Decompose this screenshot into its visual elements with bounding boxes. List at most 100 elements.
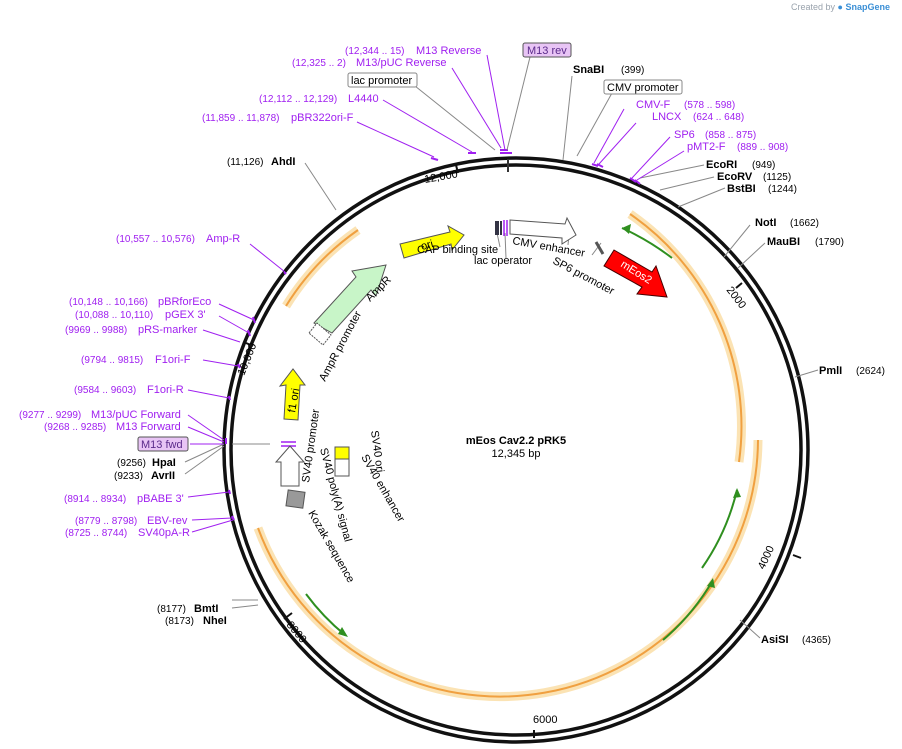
cap-binding-site-mark (495, 221, 499, 235)
ori-arrow (399, 224, 465, 259)
site-maubi-pos: (1790) (815, 237, 844, 248)
primer-pbr322ori-f-pos: (11,859 .. 11,878) (202, 113, 279, 124)
tick-8000-mark (283, 612, 293, 620)
primer-sp6-name: SP6 (674, 129, 695, 141)
primer-prs-marker-pos: (9969 .. 9988) (65, 325, 127, 336)
boxed-leaders (414, 56, 613, 157)
meos2-arrow (603, 249, 668, 298)
primer-cmv-f-pos: (578 .. 598) (684, 100, 735, 111)
primer-m13puc-reverse-pos: (12,325 .. 2) (292, 58, 346, 69)
ori-label: ori (420, 238, 435, 253)
primer-sv40pa-r-name: SV40pA-R (138, 527, 190, 539)
primer-pbr322ori-f-name: pBR322ori-F (291, 112, 354, 124)
primer-amp-r-name: Amp-R (206, 233, 240, 245)
primer-pmt2-f-pos: (889 .. 908) (737, 142, 788, 153)
primer-ebv-rev-name: EBV-rev (147, 515, 188, 527)
sv40-promoter-arrow (274, 445, 306, 487)
sv40-ori-block (334, 446, 350, 460)
lac-operator-label: lac operator (474, 255, 532, 267)
site-ecori-pos: (949) (752, 160, 775, 171)
sv40-enhancer-block (334, 458, 350, 477)
site-asisi-pos: (4365) (802, 635, 831, 646)
site-avrii-name: AvrII (151, 470, 175, 482)
backbone-outer (222, 156, 810, 744)
snapgene-logo: ● SnapGene (837, 2, 890, 12)
snapgene-credit: Created by ● SnapGene (791, 2, 890, 12)
orf-arc-1-glow (627, 210, 746, 463)
sp6-promoter-mark (594, 241, 605, 255)
orf-arrowhead-1 (622, 224, 631, 234)
lac-promoter-box (347, 72, 418, 88)
site-noti-name: NotI (755, 217, 776, 229)
tick-4000-mark (792, 554, 802, 559)
site-noti-pos: (1662) (790, 218, 819, 229)
tick-12000-mark (455, 164, 459, 174)
site-hpai-name: HpaI (152, 457, 176, 469)
site-maubi-name: MauBI (767, 236, 800, 248)
site-nhei-pos: (8173) (165, 616, 194, 627)
primer-m13-forward-name: M13 Forward (116, 421, 181, 433)
site-bstbi-name: BstBI (727, 183, 756, 195)
sv40-promoter-label: SV40 promoter (300, 408, 322, 483)
orf-arrowhead-2 (733, 488, 741, 498)
backbone-inner (229, 163, 803, 737)
tick-10000-mark (245, 342, 254, 347)
site-pmli-name: PmlI (819, 365, 842, 377)
sv40-ori-label: SV40 ori (368, 430, 386, 473)
m13-fwd-label: M13 fwd (141, 439, 183, 451)
orf-arc-3 (285, 229, 359, 307)
credit-prefix: Created by (791, 2, 836, 12)
m13-fwd-box (137, 436, 189, 452)
primer-sp6-pos: (858 .. 875) (705, 130, 756, 141)
primer-m13-reverse-pos: (12,344 .. 15) (345, 46, 404, 57)
site-leaders (184, 75, 819, 639)
primer-pbabe3-pos: (8914 .. 8934) (64, 494, 126, 505)
primer-pmt2-f-name: pMT2-F (687, 141, 726, 153)
site-hpai-pos: (9256) (117, 458, 146, 469)
primer-prs-marker-name: pRS-marker (138, 324, 198, 336)
primer-pgex3-pos: (10,088 .. 10,110) (75, 310, 153, 321)
cmv-enhancer-arrow (509, 216, 577, 245)
site-ecorv-name: EcoRV (717, 171, 753, 183)
primer-m13puc-forward-name: M13/pUC Forward (91, 409, 181, 421)
primer-m13puc-forward-pos: (9277 .. 9299) (19, 410, 81, 421)
m13-rev-label: M13 rev (527, 45, 567, 57)
cmv-promoter-label: CMV promoter (607, 82, 679, 94)
primer-amp-r-pos: (10,557 .. 10,576) (116, 234, 195, 245)
site-ahdi-pos: (11,126) (227, 157, 264, 168)
primer-f1ori-r-pos: (9584 .. 9603) (74, 385, 136, 396)
primer-lncx-name: LNCX (652, 111, 682, 123)
site-asisi-name: AsiSI (761, 634, 789, 646)
tick-12000-label: 12,000 (423, 168, 458, 186)
f1-ori-arrow (278, 368, 306, 421)
primer-l4440-pos: (12,112 .. 12,129) (259, 94, 337, 105)
primer-pbabe3-name: pBABE 3' (137, 493, 184, 505)
primer-ebv-rev-pos: (8779 .. 8798) (75, 516, 137, 527)
primer-m13-forward-pos: (9268 .. 9285) (44, 422, 106, 433)
site-snabi-name: SnaBI (573, 64, 604, 76)
site-bmti-name: BmtI (194, 603, 218, 615)
orf-arrowhead-4 (338, 627, 348, 637)
orf-arc-1 (629, 213, 743, 463)
primer-pbrforeco-pos: (10,148 .. 10,166) (69, 297, 148, 308)
primer-lncx-pos: (624 .. 648) (693, 112, 744, 123)
plasmid-name: mEos Cav2.2 pRK5 (466, 435, 566, 447)
site-avrii-pos: (9233) (114, 471, 143, 482)
lac-promoter-label: lac promoter (351, 75, 412, 87)
cmv-promoter-box (603, 79, 683, 95)
primer-sv40pa-r-pos: (8725 .. 8744) (65, 528, 127, 539)
primer-leaders (187, 54, 685, 533)
ampr-arrow (313, 264, 387, 334)
site-ecori-name: EcoRI (706, 159, 737, 171)
primer-l4440-name: L4440 (348, 93, 379, 105)
primer-pgex3-name: pGEX 3' (165, 309, 206, 321)
primer-pbrforeco-name: pBRforEco (158, 296, 211, 308)
site-snabi-pos: (399) (621, 65, 644, 76)
sv40-polya-block (285, 489, 306, 509)
primer-f1ori-f-name: F1ori-F (155, 354, 191, 366)
primer-cmv-f-name: CMV-F (636, 99, 671, 111)
site-ecorv-pos: (1125) (763, 172, 791, 183)
lac-operator-mark (500, 221, 502, 235)
tick-6000-label: 6000 (533, 714, 557, 726)
